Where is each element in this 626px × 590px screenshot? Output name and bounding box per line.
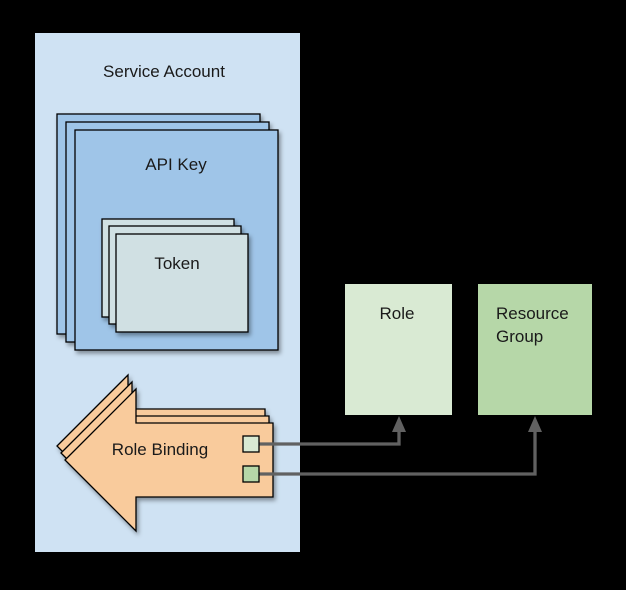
service-account-label: Service Account <box>103 62 225 81</box>
token-stack <box>101 218 249 333</box>
connector-role-arrowhead-icon <box>392 416 406 432</box>
role-binding-arrow <box>64 387 274 533</box>
role-binding-label: Role Binding <box>112 440 208 459</box>
resource-group-label-line2: Group <box>496 327 543 346</box>
binding-slot-resource-group <box>242 465 260 483</box>
role-binding-stack <box>56 373 274 533</box>
token-label: Token <box>154 254 199 273</box>
connector-resource-group-arrowhead-icon <box>528 416 542 432</box>
resource-group-label-line1: Resource <box>496 304 569 323</box>
role-node <box>345 284 452 415</box>
resource-group-node <box>478 284 592 415</box>
connector-role <box>259 430 401 446</box>
binding-slot-role <box>242 435 260 453</box>
api-key-label: API Key <box>145 155 207 174</box>
connector-resource-group <box>259 430 537 476</box>
token-node <box>115 233 249 333</box>
role-label: Role <box>380 304 415 323</box>
